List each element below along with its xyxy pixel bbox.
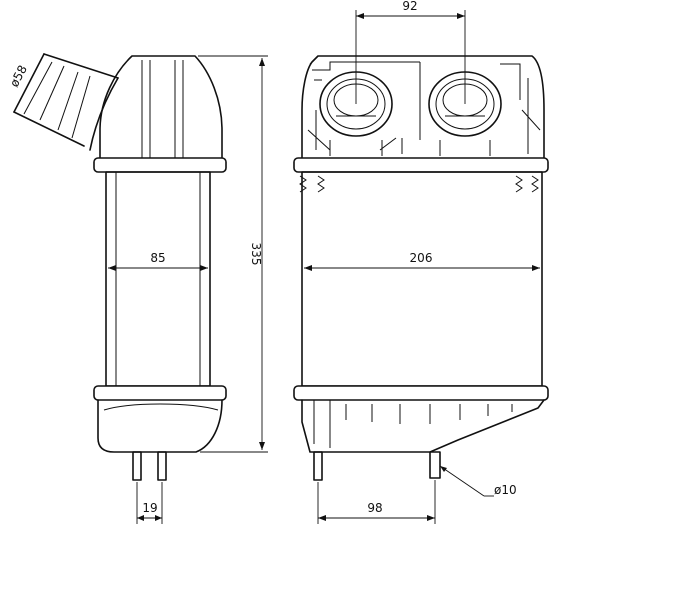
side-core: [105, 171, 211, 387]
pin-spacing-dimension: 19: [136, 482, 163, 524]
outlet-diameter-dimension: ø58: [7, 63, 30, 90]
pipe-spacing-dimension: 92: [355, 0, 466, 104]
core-depth-dimension: 85: [108, 251, 208, 271]
front-top-tank: [301, 55, 545, 159]
top-flange: [93, 157, 227, 173]
front-bottom-tank: [301, 399, 545, 453]
core-width-dimension: 206: [304, 251, 540, 271]
side-view: 85 ø58 335 19: [7, 53, 268, 524]
front-bottom-flange: [293, 385, 549, 401]
side-mounting-pins: [132, 451, 167, 481]
angled-outlet-pipe: [13, 53, 119, 151]
pin-diameter-label: ø10: [494, 483, 517, 497]
pin-offset-dimension: 98: [317, 480, 436, 524]
overall-height-label: 335: [249, 243, 263, 266]
core-depth-label: 85: [150, 251, 165, 265]
top-tank: [99, 55, 223, 161]
bottom-flange: [93, 385, 227, 401]
outlet-diameter-label: ø58: [7, 63, 30, 90]
front-mounting-pins: [313, 451, 441, 481]
overall-height-dimension: 335: [198, 55, 268, 453]
pipe-spacing-label: 92: [402, 0, 417, 13]
pin-spacing-label: 19: [142, 501, 157, 515]
core-width-label: 206: [410, 251, 433, 265]
pin-offset-label: 98: [367, 501, 382, 515]
front-top-flange: [293, 157, 549, 173]
front-core: [301, 171, 543, 387]
pin-diameter-dimension: ø10: [439, 465, 517, 497]
side-clips: [299, 175, 539, 193]
bottom-tank: [97, 399, 223, 453]
front-view: 92 206 98 ø10: [293, 0, 549, 524]
